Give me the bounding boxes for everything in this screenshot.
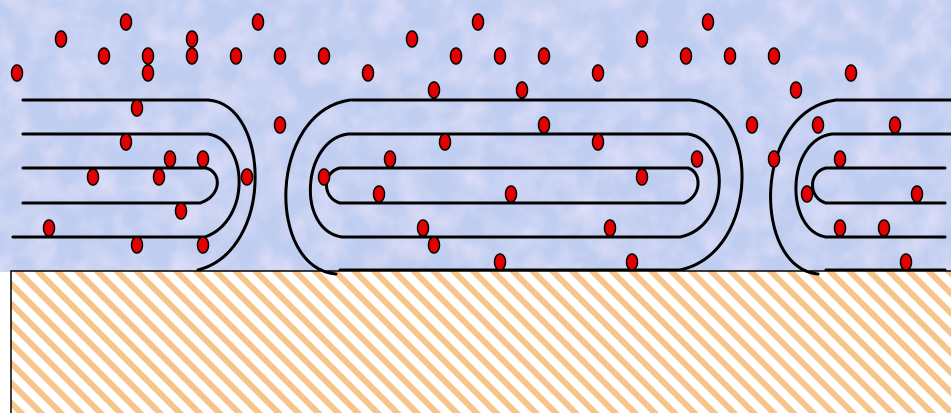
particle <box>56 31 67 47</box>
particle <box>506 186 517 202</box>
particle <box>154 169 165 185</box>
particle <box>198 151 209 167</box>
particle <box>44 220 55 236</box>
particle <box>637 169 648 185</box>
particle <box>275 117 286 133</box>
particle <box>429 237 440 253</box>
particle <box>813 117 824 133</box>
particle <box>627 254 638 270</box>
particle <box>385 151 396 167</box>
particle <box>495 48 506 64</box>
particle <box>835 151 846 167</box>
particle <box>165 151 176 167</box>
particle <box>539 117 550 133</box>
particle <box>769 151 780 167</box>
particle <box>517 82 528 98</box>
particle <box>374 186 385 202</box>
particle <box>440 134 451 150</box>
particle <box>692 151 703 167</box>
particle <box>418 220 429 236</box>
particle <box>495 254 506 270</box>
particle <box>319 169 330 185</box>
particle <box>187 48 198 64</box>
particle <box>637 31 648 47</box>
particle <box>473 14 484 30</box>
particle <box>747 117 758 133</box>
particle <box>846 65 857 81</box>
particle <box>121 134 132 150</box>
particle <box>132 237 143 253</box>
particle <box>539 48 550 64</box>
particle <box>901 254 912 270</box>
particle <box>12 65 23 81</box>
particle <box>121 14 132 30</box>
particle <box>176 203 187 219</box>
particle <box>912 186 923 202</box>
particle <box>835 220 846 236</box>
particle <box>725 48 736 64</box>
particle <box>88 169 99 185</box>
particle <box>890 117 901 133</box>
particle <box>681 48 692 64</box>
particle <box>605 220 616 236</box>
particle <box>253 14 264 30</box>
particle <box>802 186 813 202</box>
particle <box>143 65 154 81</box>
particle <box>143 48 154 64</box>
particle <box>275 48 286 64</box>
particle <box>703 14 714 30</box>
particle <box>319 48 330 64</box>
particle <box>242 169 253 185</box>
substrate <box>11 271 951 413</box>
particle <box>593 134 604 150</box>
particle <box>879 220 890 236</box>
particle <box>407 31 418 47</box>
particle <box>769 48 780 64</box>
background-texture <box>0 0 951 272</box>
particle <box>198 237 209 253</box>
particle <box>231 48 242 64</box>
particle <box>132 100 143 116</box>
particle <box>363 65 374 81</box>
particle <box>187 31 198 47</box>
particle <box>99 48 110 64</box>
particle <box>451 48 462 64</box>
particle <box>791 82 802 98</box>
particle <box>593 65 604 81</box>
particle <box>429 82 440 98</box>
